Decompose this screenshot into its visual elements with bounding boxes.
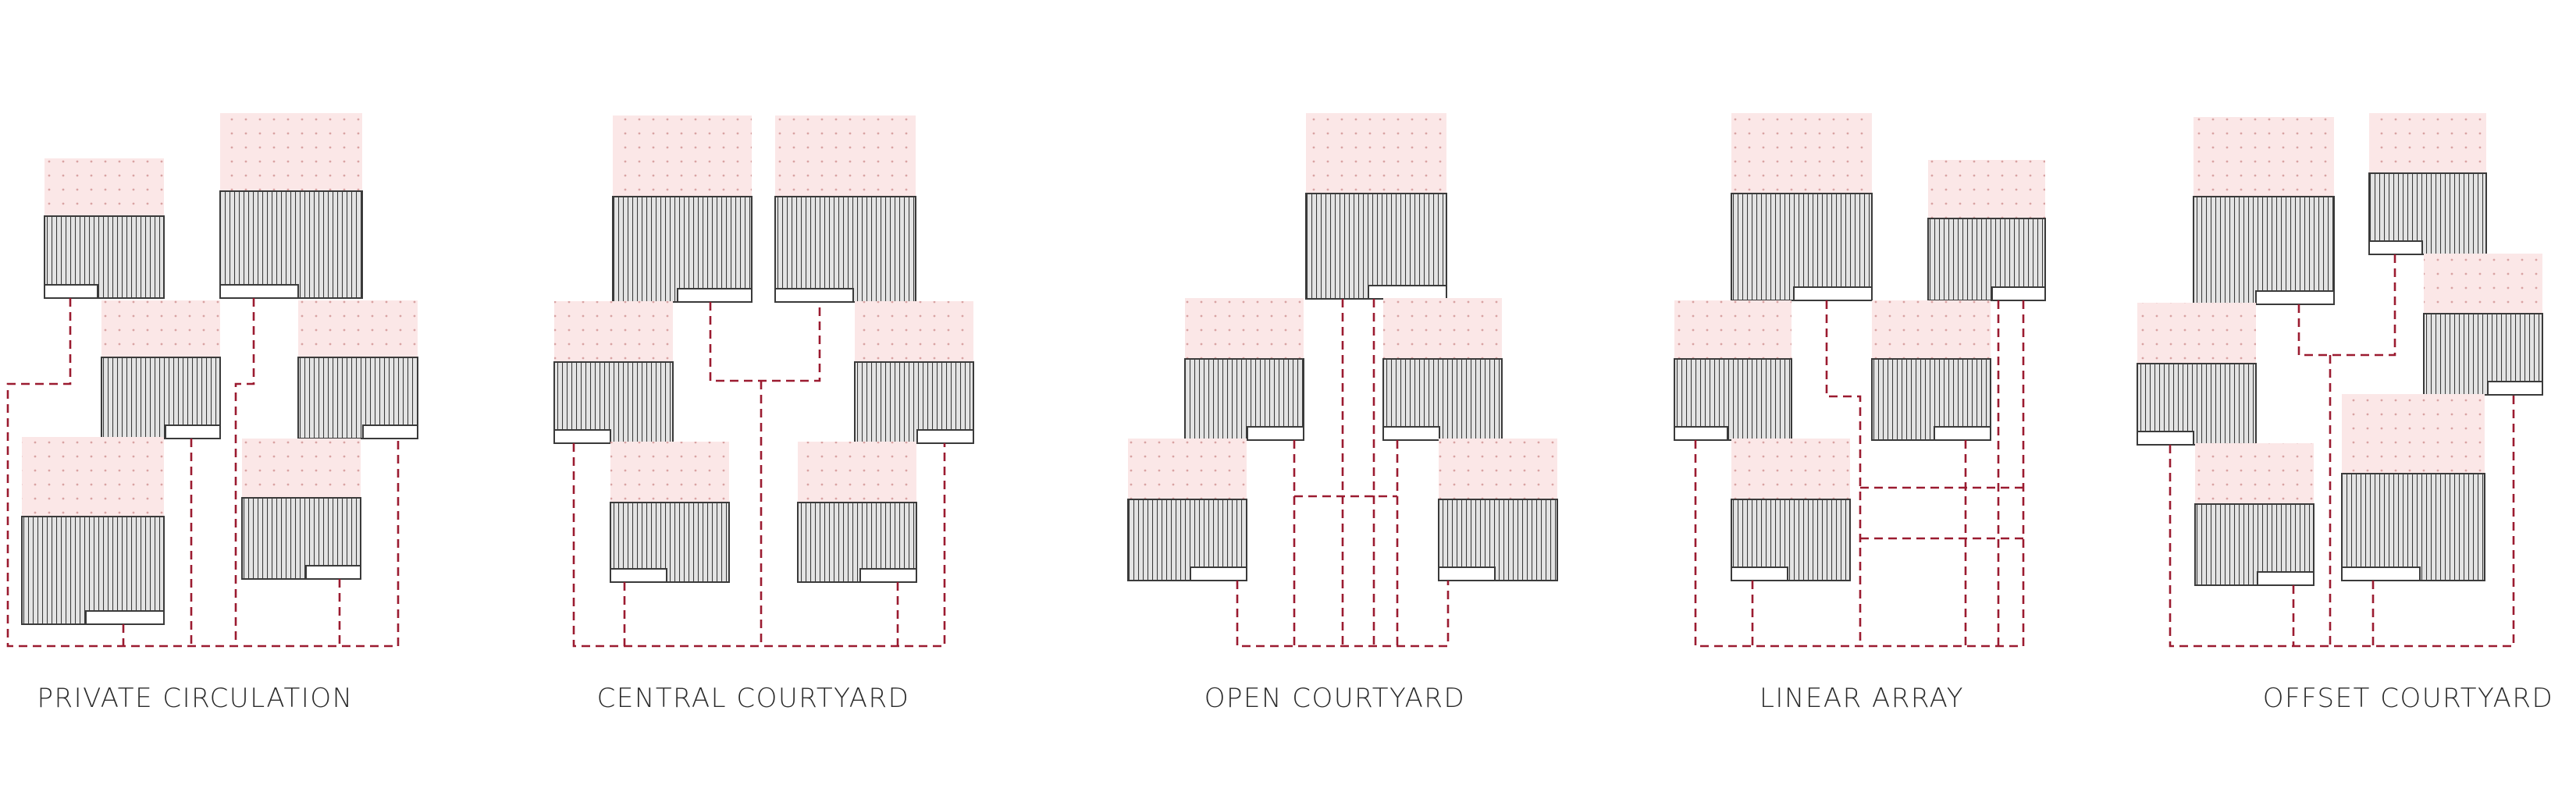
circulation-path [6,298,400,648]
house-roof [21,516,165,625]
layout-open-courtyard [1127,113,1558,648]
house-entrance [1674,426,1728,441]
garden-yard [2424,254,2542,314]
garden-yard [610,442,729,503]
house-entrance [2341,566,2421,581]
circulation-path [1825,300,1862,646]
house-entrance [1247,426,1304,441]
house-roof [219,190,363,299]
house-roof [2341,473,2485,581]
garden-yard [1731,439,1850,499]
caption-private-circulation: PRIVATE CIRCULATION [37,683,353,714]
house-roof [774,196,916,303]
house-entrance [2255,290,2335,305]
house-entrance [2487,381,2543,396]
house-entrance [1793,286,1873,301]
caption-offset-courtyard: OFFSET COURTYARD [2263,683,2553,714]
layout-private-circulation [6,113,418,648]
layout-offset-courtyard [2137,113,2543,648]
house-entrance [1731,566,1788,581]
garden-yard [1383,298,1502,359]
circulation-path [234,298,255,646]
house-roof [1871,358,1991,441]
caption-linear-array: LINEAR ARRAY [1759,683,1964,714]
house-entrance [610,568,667,583]
garden-yard [44,158,164,216]
garden-yard [1731,113,1872,194]
house-entrance [859,568,917,583]
garden-yard [855,301,973,362]
garden-yard [2137,303,2256,364]
garden-yard [2369,113,2486,173]
house-entrance [916,429,974,444]
circulation-path [572,443,946,648]
house-entrance [1991,286,2046,301]
garden-yard [2342,394,2485,474]
house-entrance [2257,571,2314,586]
house-entrance [165,424,221,439]
house-roof [1305,193,1447,300]
circulation-path [2169,395,2515,648]
garden-yard [1306,113,1446,194]
house-entrance [774,288,854,303]
caption-central-courtyard: CENTRAL COURTYARD [597,683,910,714]
garden-yard [798,442,916,503]
house-entrance [219,284,299,299]
garden-yard [22,437,164,517]
house-entrance [1438,566,1496,581]
layout-linear-array [1674,113,2046,648]
layout-central-courtyard [553,115,974,648]
circulation-path [709,302,821,382]
house-entrance [677,288,753,303]
house-entrance [553,429,611,444]
garden-yard [554,301,673,362]
house-roof [612,196,753,303]
circulation-path [1236,581,1450,648]
garden-yard [298,300,418,357]
house-entrance [44,284,98,299]
house-entrance [85,610,165,625]
house-entrance [1190,566,1247,581]
garden-yard [1185,298,1304,359]
house-entrance [1934,426,1991,441]
house-entrance [305,565,361,580]
garden-yard [613,115,752,197]
garden-yard [1439,439,1557,499]
house-entrance [2137,431,2194,446]
garden-yard [1128,439,1247,499]
caption-open-courtyard: OPEN COURTYARD [1204,683,1466,714]
garden-yard [1928,160,2045,218]
house-roof [2193,196,2335,305]
garden-yard [2195,443,2314,504]
garden-yard [220,113,362,191]
garden-yard [242,439,361,498]
garden-yard [1872,300,1991,359]
circulation-path [2297,254,2396,357]
garden-yard [1674,300,1791,359]
house-entrance [1382,426,1440,441]
house-entrance [2368,240,2423,255]
garden-yard [101,300,220,357]
garden-yard [775,115,916,197]
circulation-path [1694,440,2023,648]
house-entrance [362,424,418,439]
house-roof [1731,193,1873,301]
house-entrance [1368,285,1447,300]
garden-yard [2194,117,2334,197]
